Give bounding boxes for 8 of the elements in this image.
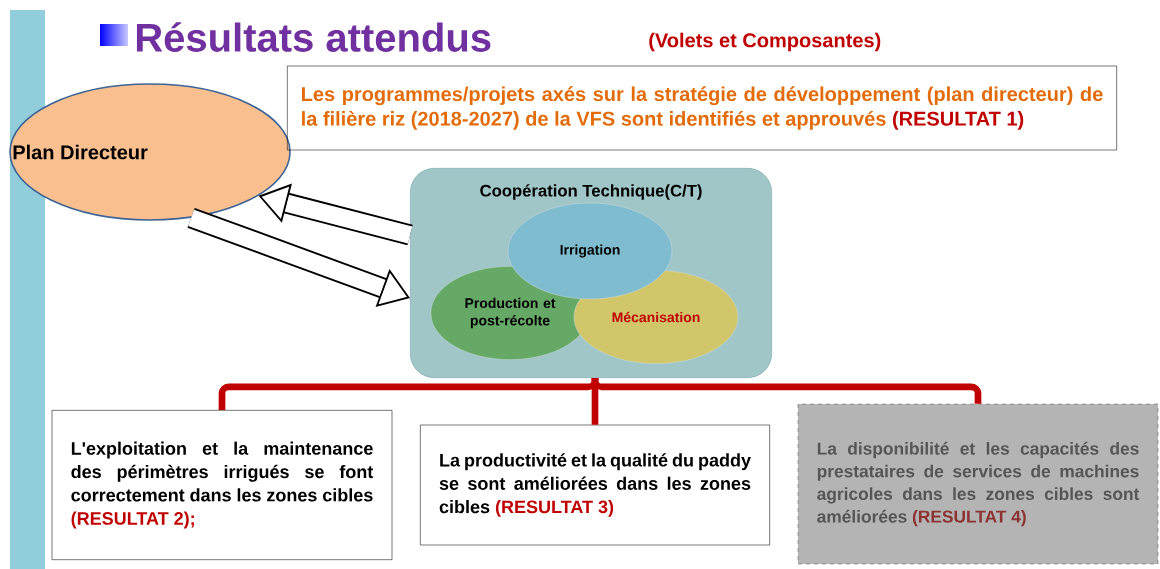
result-box: Les programmes/projets axés sur la stratégie de développement (plan directeur) de la filière riz (2018-2027) de la VFS sont identifiés et approuvés (RESULTAT 1) [287, 65, 1117, 151]
result-box: L'exploitation et la maintenance des périmètres irrigués se font correctement dans les zones cibles (RESULTAT 2); [51, 410, 393, 560]
ellipse-node [9, 83, 291, 221]
title: Résultats attendus [136, 22, 491, 52]
node-label: Plan Directeur [13, 144, 148, 160]
group-title: Coopération Technique(C/T) [480, 184, 702, 200]
result-box: La productivité et la qualité du paddy se sont améliorées dans les zones cibles (RESULTAT 3) [420, 424, 770, 546]
result-box: La disponibilité et les capacités des prestataires de services de machines agricoles dans les zones cibles sont améliorées (RESULTAT 4) [797, 403, 1159, 565]
